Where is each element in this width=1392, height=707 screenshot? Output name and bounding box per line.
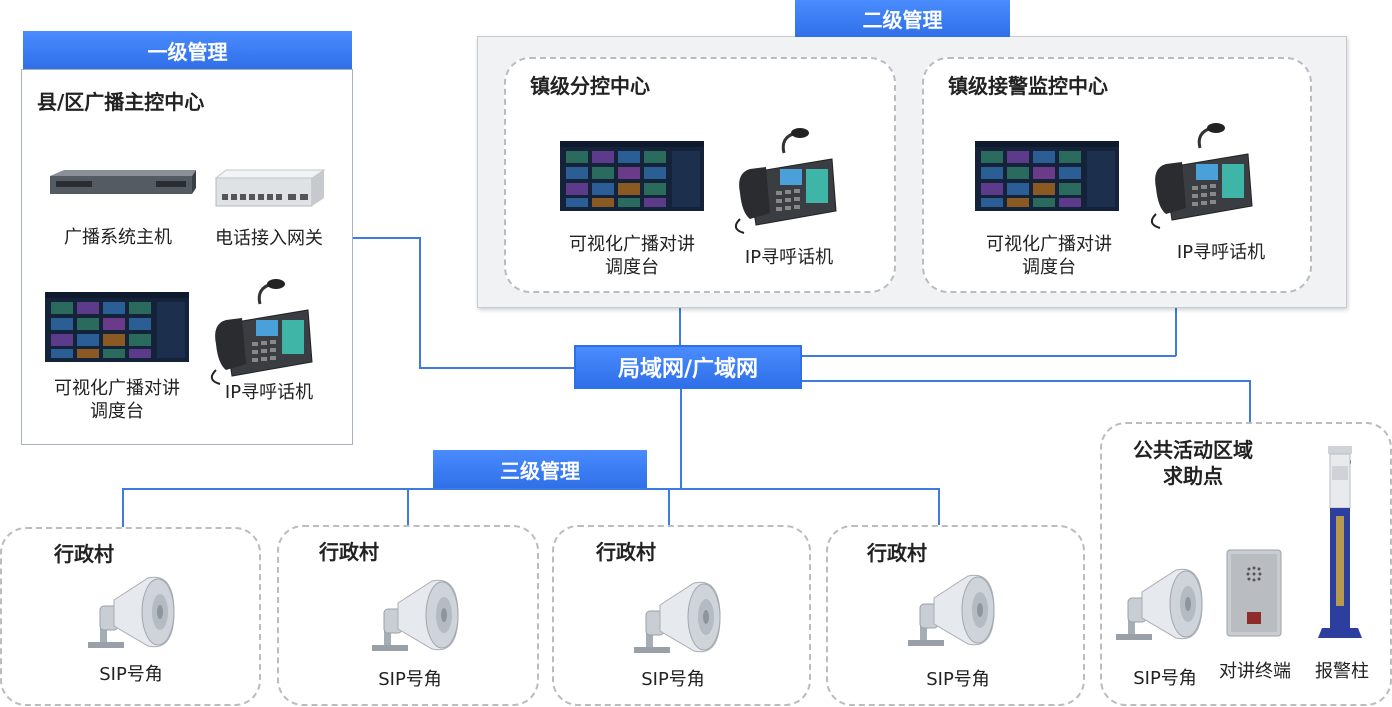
sip-horn-icon	[633, 581, 721, 654]
level2-center-2-title: 镇级接警监控中心	[948, 74, 1108, 98]
connector-line	[802, 355, 1176, 357]
level2-tab: 二级管理	[795, 0, 1010, 37]
connector-line	[347, 237, 420, 239]
village-title: 行政村	[596, 540, 656, 564]
sip-horn-icon	[371, 579, 459, 652]
sip-horn-icon	[87, 576, 175, 649]
phone-gateway-label: 电话接入网关	[215, 228, 323, 249]
connector-line	[679, 306, 681, 346]
sip-horn-label: SIP号角	[378, 669, 442, 690]
village-box-1	[0, 527, 261, 706]
level3-tab: 三级管理	[433, 450, 647, 488]
sip-horn-label: SIP号角	[641, 669, 705, 690]
sip-horn-label: SIP号角	[99, 664, 163, 685]
village-title: 行政村	[867, 541, 927, 565]
ip-phone-label: IP寻呼话机	[224, 382, 314, 403]
village-box-3	[552, 525, 811, 706]
connector-line	[1175, 306, 1177, 356]
connector-line	[1249, 380, 1251, 432]
sip-horn-label: SIP号角	[1133, 668, 1197, 689]
alarm-pillar-icon	[1318, 446, 1362, 638]
dispatch-console-icon	[45, 292, 189, 362]
ip-phone-icon	[210, 277, 314, 386]
village-title: 行政村	[319, 540, 379, 564]
intercom-terminal-label: 对讲终端	[1219, 661, 1291, 682]
ip-phone-label: IP寻呼话机	[1176, 242, 1266, 263]
level1-panel	[21, 69, 353, 445]
broadcast-host-label: 广播系统主机	[64, 227, 172, 248]
level2-center-1-title: 镇级分控中心	[530, 74, 650, 98]
sip-horn-label: SIP号角	[926, 669, 990, 690]
connector-line	[122, 488, 940, 490]
connector-line	[938, 488, 940, 525]
connector-line	[419, 367, 575, 369]
dispatch-console-icon	[975, 141, 1119, 211]
alarm-pillar-label: 报警柱	[1315, 661, 1369, 682]
dispatch-console-label: 可视化广播对讲 调度台	[54, 378, 180, 422]
dispatch-console-icon	[560, 141, 704, 211]
phone-gateway-icon	[214, 169, 326, 207]
connector-line	[122, 488, 124, 528]
network-box: 局域网/广域网	[574, 345, 802, 389]
village-title: 行政村	[54, 542, 114, 566]
connector-line	[668, 488, 670, 525]
ip-phone-icon	[1150, 121, 1254, 230]
ip-phone-label: IP寻呼话机	[744, 247, 834, 268]
level1-tab: 一级管理	[23, 31, 352, 69]
ip-phone-icon	[734, 126, 838, 235]
public-area-title: 公共活动区域 求助点	[1133, 438, 1253, 488]
dispatch-console-label: 可视化广播对讲 调度台	[569, 234, 695, 278]
dispatch-console-label: 可视化广播对讲 调度台	[986, 234, 1112, 278]
intercom-terminal-icon	[1226, 549, 1282, 637]
connector-line	[407, 488, 409, 525]
connector-line	[419, 237, 421, 368]
broadcast-host-icon	[50, 170, 196, 194]
sip-horn-icon	[1115, 568, 1203, 641]
level1-title: 县/区广播主控中心	[37, 90, 205, 114]
connector-line	[680, 389, 682, 489]
connector-line	[802, 380, 1250, 382]
sip-horn-icon	[907, 574, 995, 647]
